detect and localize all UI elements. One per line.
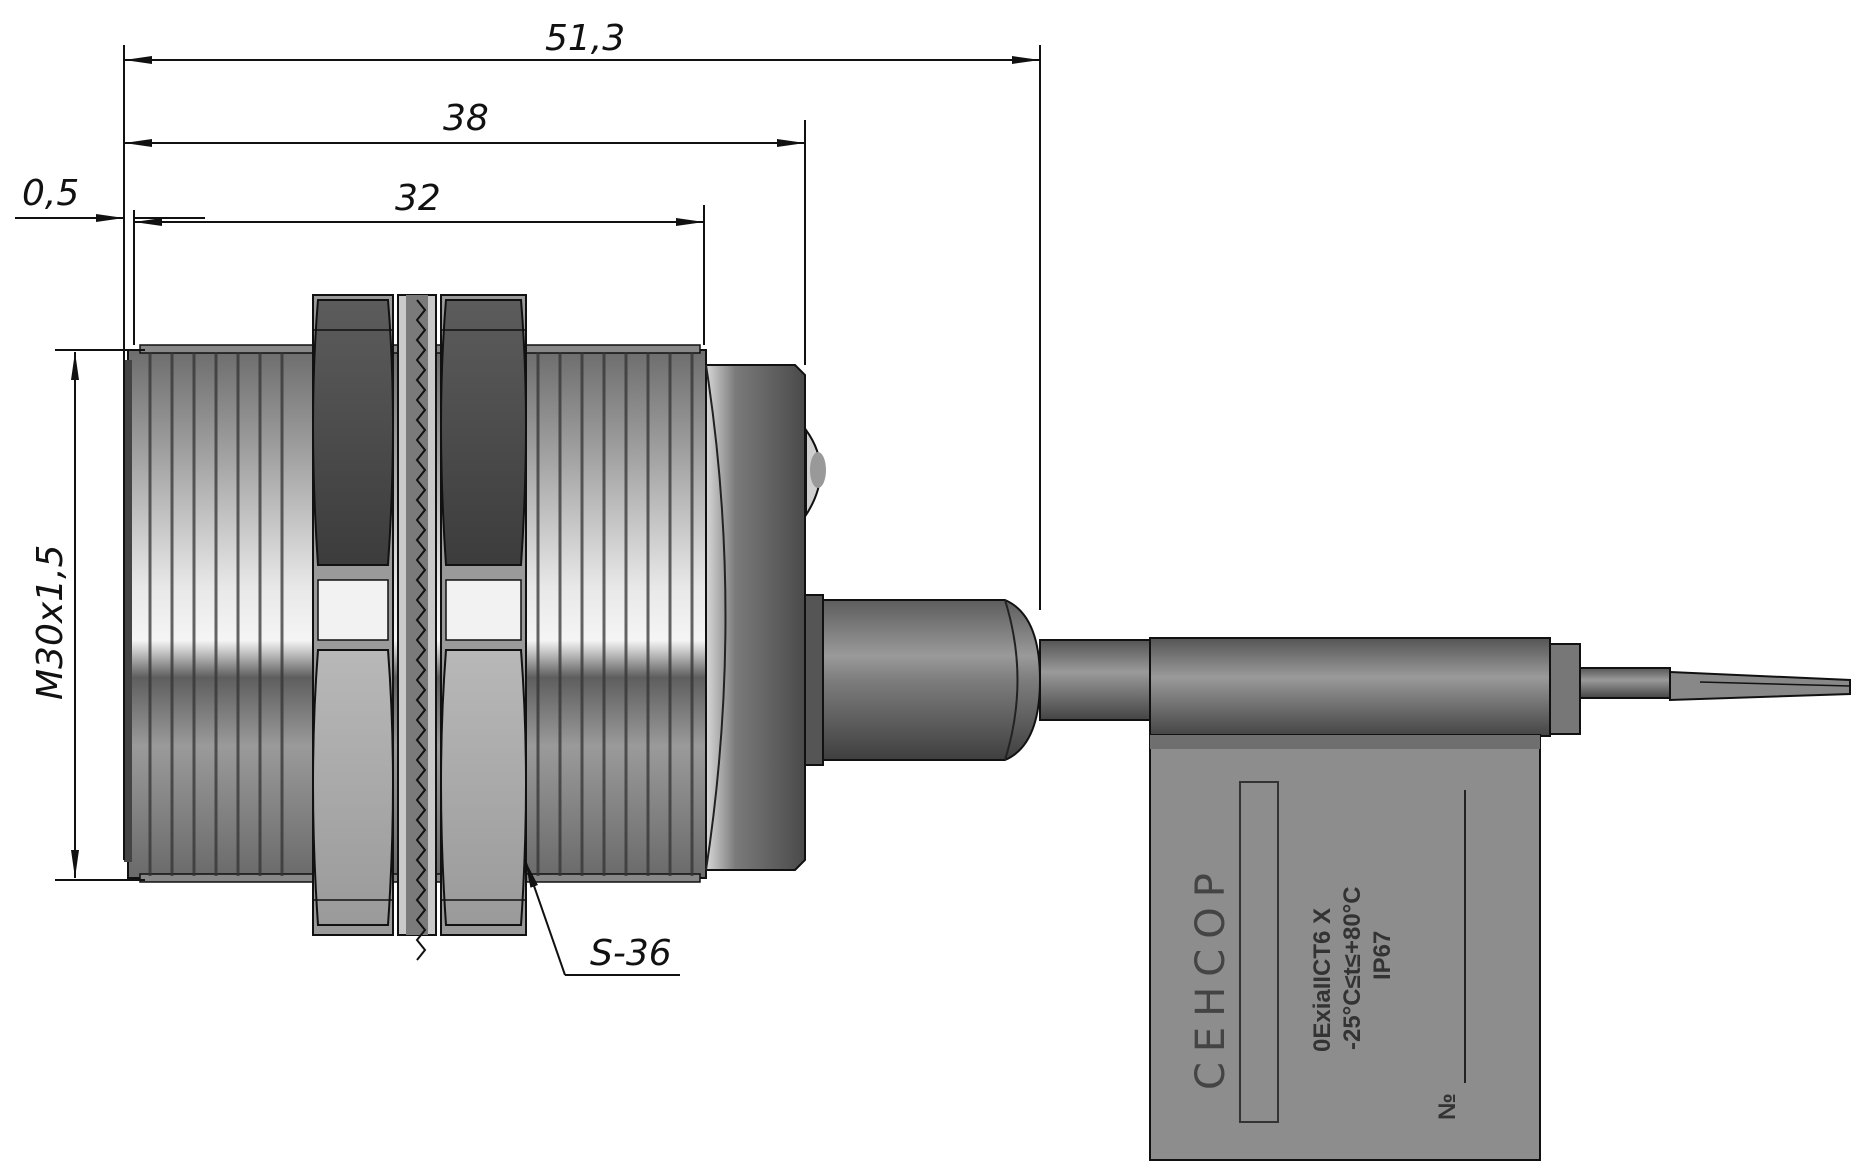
hex-nut-left [312,294,394,936]
dim-label-nut-size: S-36 [590,933,672,974]
dim-label-thread: 32 [395,178,441,219]
cable-gland [804,594,1042,766]
tag-spec-line-2: -25°C≤t≤+80°C [1339,886,1366,1050]
tag-brand-text: СЕНСОР [1188,863,1234,1090]
tag-spec-line-3: IP67 [1369,931,1396,980]
dim-label-overall: 51,3 [545,18,625,59]
dim-label-thread-size: M30x1,5 [30,545,71,700]
cable [1039,637,1851,737]
hex-nut-right [440,294,527,936]
thread-lines [148,352,694,876]
dim-label-body: 38 [443,98,489,139]
dim-label-offset: 0,5 [22,173,79,214]
tag-spec-line-1: 0ExiaIICT6 X [1309,908,1336,1052]
tag-serial-label: № [1434,1093,1461,1120]
rear-ring [705,364,826,871]
dimension-lines [15,45,1041,976]
identification-tag: СЕНСОР 0ExiaIICT6 X -25°C≤t≤+80°C IP67 № [1149,734,1541,1161]
lock-washer [397,294,437,961]
